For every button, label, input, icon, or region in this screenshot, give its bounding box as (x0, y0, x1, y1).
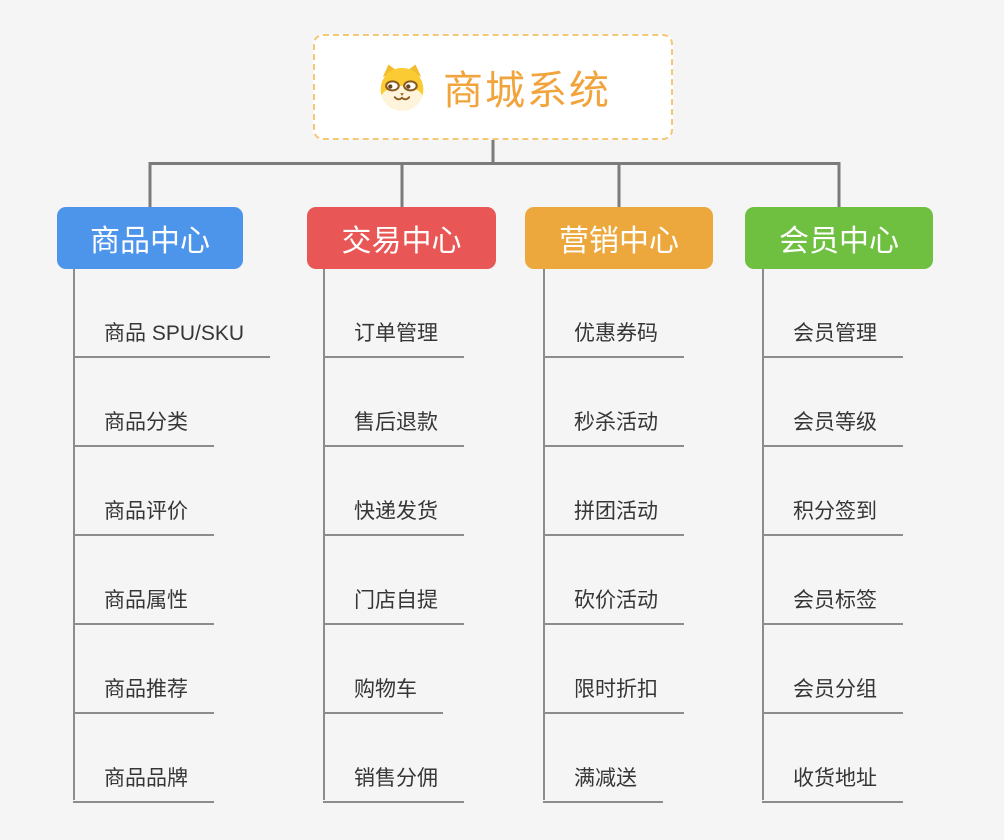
leaf-flash-sale[interactable]: 秒杀活动 (543, 405, 684, 447)
leaf-coupon-code[interactable]: 优惠券码 (543, 316, 684, 358)
leaf-after-sale-refund[interactable]: 售后退款 (323, 405, 464, 447)
leaf-product-category[interactable]: 商品分类 (73, 405, 214, 447)
leaf-bargain-activity[interactable]: 砍价活动 (543, 583, 684, 625)
leaf-product-recommend[interactable]: 商品推荐 (73, 672, 214, 714)
leaf-shopping-cart[interactable]: 购物车 (323, 672, 443, 714)
leaf-product-attribute[interactable]: 商品属性 (73, 583, 214, 625)
leaf-express-delivery[interactable]: 快递发货 (323, 494, 464, 536)
leaf-shipping-address[interactable]: 收货地址 (762, 761, 903, 803)
branch-member-center[interactable]: 会员中心 (745, 207, 933, 269)
branch-marketing-center[interactable]: 营销中心 (525, 207, 713, 269)
dog-face-icon (380, 64, 424, 111)
root-title: 商城系统 (443, 69, 611, 113)
leaf-member-tag[interactable]: 会员标签 (762, 583, 903, 625)
branch-trade-center[interactable]: 交易中心 (307, 207, 496, 269)
branch-product-center[interactable]: 商品中心 (57, 207, 243, 269)
root-node[interactable]: 商城系统 (313, 34, 673, 140)
leaf-member-group[interactable]: 会员分组 (762, 672, 903, 714)
leaf-group-buy[interactable]: 拼团活动 (543, 494, 684, 536)
leaf-member-level[interactable]: 会员等级 (762, 405, 903, 447)
leaf-points-checkin[interactable]: 积分签到 (762, 494, 903, 536)
leaf-store-pickup[interactable]: 门店自提 (323, 583, 464, 625)
top-level-connectors (148, 140, 841, 207)
leaf-order-management[interactable]: 订单管理 (323, 316, 464, 358)
leaf-product-spu-sku[interactable]: 商品 SPU/SKU (73, 316, 271, 358)
leaf-product-review[interactable]: 商品评价 (73, 494, 214, 536)
leaf-sales-commission[interactable]: 销售分佣 (323, 761, 464, 803)
leaf-product-brand[interactable]: 商品品牌 (73, 761, 214, 803)
leaf-full-reduction[interactable]: 满减送 (543, 761, 663, 803)
leaf-member-management[interactable]: 会员管理 (762, 316, 903, 358)
leaf-limited-time-discount[interactable]: 限时折扣 (543, 672, 684, 714)
